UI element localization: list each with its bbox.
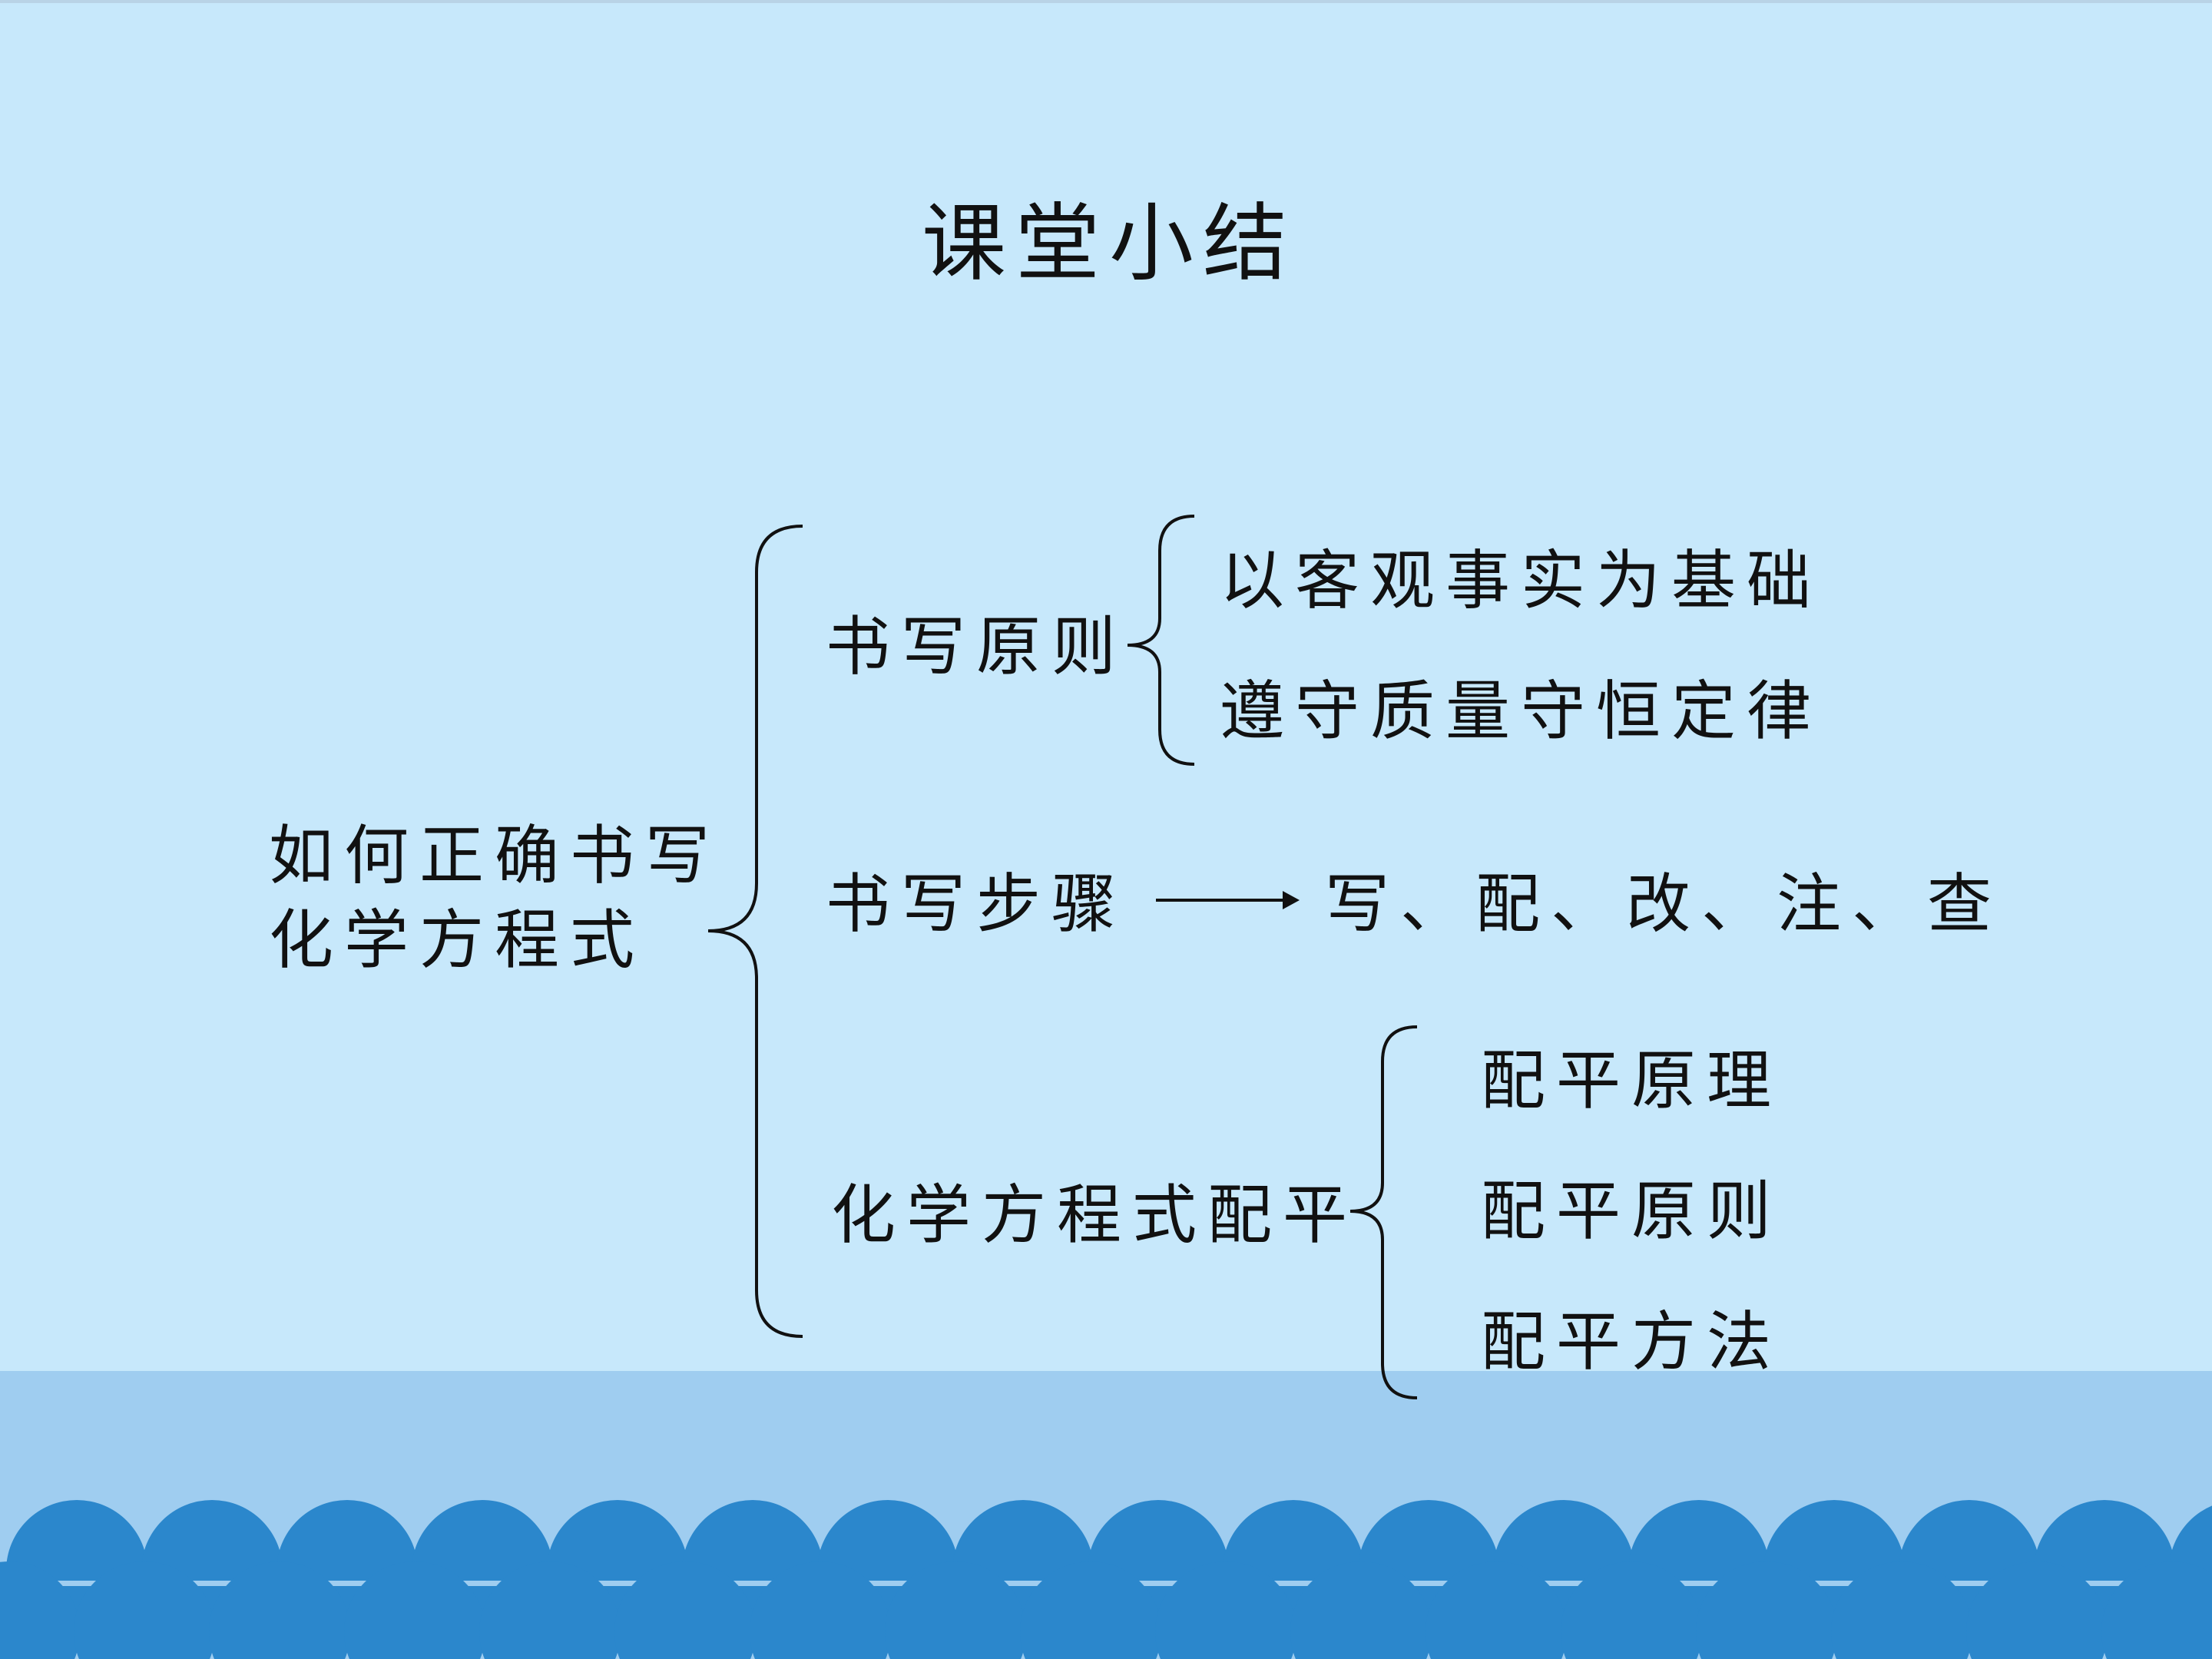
principle-item-1: 以客观事实为基础 — [1220, 543, 1823, 618]
wave-scallop — [0, 1561, 80, 1659]
steps-arrow — [1156, 891, 1300, 909]
wave-scallop — [885, 1561, 1026, 1659]
balancing-brace — [1349, 1025, 1418, 1399]
wave-scallop — [1966, 1561, 2108, 1659]
principles-brace — [1127, 515, 1195, 766]
principle-item-2: 遵守质量守恒定律 — [1220, 674, 1823, 749]
wave-scallop — [344, 1561, 485, 1659]
wave-scallop — [74, 1561, 215, 1659]
steps-result: 写、配、改、注、查 — [1325, 866, 2003, 942]
wave-scallop — [1020, 1561, 1161, 1659]
wave-scallop — [1155, 1561, 1296, 1659]
root-brace — [707, 525, 803, 1338]
top-edge-line — [0, 0, 2212, 3]
steps-label: 书写步骤 — [826, 866, 1128, 942]
balancing-label: 化学方程式配平 — [831, 1177, 1359, 1253]
wave-scallop — [1561, 1561, 1702, 1659]
wave-scallop — [1290, 1561, 1432, 1659]
wave-scallop — [750, 1561, 891, 1659]
balancing-item-2: 配平原则 — [1481, 1174, 1783, 1249]
slide-title: 课堂小结 — [922, 194, 1296, 293]
balancing-item-1: 配平原理 — [1481, 1043, 1783, 1118]
wave-scallop — [209, 1561, 350, 1659]
wave-scallop — [614, 1561, 756, 1659]
wave-scallop — [1426, 1561, 1567, 1659]
wave-decoration — [0, 1500, 2212, 1659]
wave-scallop — [2101, 1561, 2212, 1659]
root-line-1: 如何正确书写 — [269, 818, 721, 893]
root-line-2: 化学方程式 — [269, 902, 646, 978]
wave-scallop — [1696, 1561, 1837, 1659]
balancing-item-3: 配平方法 — [1481, 1304, 1783, 1379]
wave-scallop — [1831, 1561, 1972, 1659]
wave-scallop — [479, 1561, 621, 1659]
principles-label: 书写原则 — [826, 609, 1128, 684]
